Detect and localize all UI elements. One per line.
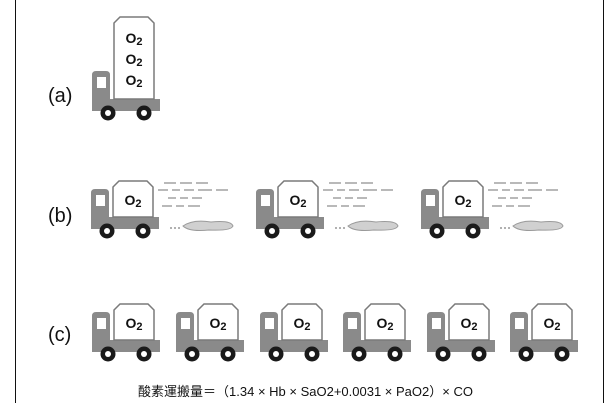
drip-dot: [504, 227, 506, 229]
cargo-box-icon: [448, 303, 490, 341]
truck-icon: O2: [343, 303, 411, 362]
truck-wheel-hub: [523, 351, 529, 357]
truck-wheel-hub: [434, 228, 440, 234]
cargo-box-icon: [113, 16, 155, 100]
truck-window: [426, 195, 435, 206]
puddle-shape: [512, 220, 564, 231]
leak-puddle-icon: [335, 220, 399, 231]
truck-icon: O2: [510, 303, 578, 362]
truck-icon: O2: [91, 180, 159, 239]
truck-icon: O2: [427, 303, 495, 362]
truck-window: [265, 318, 274, 329]
truck-wheel-hub: [105, 110, 111, 116]
panel-label-b: (b): [48, 205, 73, 227]
truck-wheel-hub: [269, 228, 275, 234]
truck-wheel-hub: [392, 351, 398, 357]
drip-dot: [174, 227, 176, 229]
truck-window: [97, 318, 106, 329]
o2-label: O2: [293, 315, 310, 333]
panel-label-c: (c): [48, 324, 72, 346]
o2-label: O2: [125, 72, 142, 90]
drip-dot: [339, 227, 341, 229]
o2-label: O2: [289, 192, 306, 210]
panel-label-a: (a): [48, 85, 73, 107]
truck-icon: O2: [256, 180, 324, 239]
truck-wheel-hub: [559, 351, 565, 357]
truck-wheel-hub: [105, 351, 111, 357]
o2-label: O2: [460, 315, 477, 333]
diagram-frame: [15, 0, 604, 403]
o2-label: O2: [454, 192, 471, 210]
drip-dot: [343, 227, 345, 229]
drip-dot: [170, 227, 172, 229]
drip-dot: [335, 227, 337, 229]
truck-window: [96, 195, 105, 206]
cargo-box-icon: [277, 180, 319, 218]
leak-puddle-icon: [500, 220, 564, 231]
speed-lines-icon: [323, 182, 393, 207]
cargo-box-icon: [113, 303, 155, 341]
truck-wheel-hub: [141, 110, 147, 116]
drip-dot: [500, 227, 502, 229]
o2-label: O2: [209, 315, 226, 333]
truck-wheel-hub: [356, 351, 362, 357]
cargo-box-icon: [531, 303, 573, 341]
truck-wheel-hub: [140, 228, 146, 234]
truck-icon: O2: [260, 303, 328, 362]
truck-icon: O2: [421, 180, 489, 239]
truck-wheel-hub: [141, 351, 147, 357]
o2-label: O2: [543, 315, 560, 333]
truck-window: [261, 195, 270, 206]
o2-label: O2: [125, 30, 142, 48]
cargo-box-icon: [442, 180, 484, 218]
leak-puddle-icon: [170, 220, 234, 231]
truck-wheel-hub: [309, 351, 315, 357]
oxygen-delivery-formula: 酸素運搬量＝（1.34 × Hb × SaO2+0.0031 × PaO2）× …: [138, 384, 473, 399]
truck-wheel-hub: [470, 228, 476, 234]
cargo-box-icon: [364, 303, 406, 341]
truck-wheel-hub: [305, 228, 311, 234]
truck-wheel-hub: [104, 228, 110, 234]
o2-label: O2: [125, 51, 142, 69]
drip-dot: [508, 227, 510, 229]
truck-wheel-hub: [273, 351, 279, 357]
drip-dot: [178, 227, 180, 229]
speed-lines-icon: [158, 182, 228, 207]
truck-window: [515, 318, 524, 329]
truck-window: [348, 318, 357, 329]
truck-wheel-hub: [225, 351, 231, 357]
puddle-shape: [182, 220, 234, 231]
truck-window: [97, 77, 106, 88]
o2-label: O2: [125, 315, 142, 333]
o2-label: O2: [124, 192, 141, 210]
cargo-box-icon: [197, 303, 239, 341]
speed-lines-icon: [488, 182, 558, 207]
truck-wheel-hub: [189, 351, 195, 357]
cargo-box-icon: [281, 303, 323, 341]
truck-wheel-hub: [440, 351, 446, 357]
truck-wheel-hub: [476, 351, 482, 357]
truck-icon: O2: [176, 303, 244, 362]
truck-window: [432, 318, 441, 329]
cargo-box-icon: [112, 180, 154, 218]
truck-icon: O2: [92, 303, 160, 362]
o2-label: O2: [376, 315, 393, 333]
truck-window: [181, 318, 190, 329]
puddle-shape: [347, 220, 399, 231]
